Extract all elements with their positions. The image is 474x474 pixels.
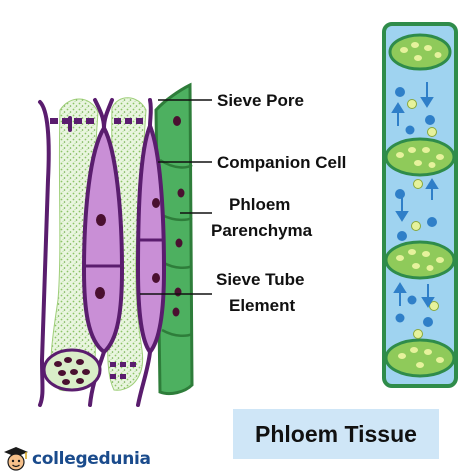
brand: collegedunia — [4, 446, 151, 472]
longitudinal-section — [38, 82, 194, 407]
tube-body — [382, 22, 458, 388]
label-sieve-tube-line1: Sieve Tube — [216, 270, 305, 289]
sieve-tube-cross-view — [382, 22, 458, 388]
brand-name: collegedunia — [32, 449, 151, 469]
sieve-plates — [384, 33, 456, 378]
graduate-face-icon — [4, 447, 28, 471]
label-phloem-parenchyma-line1: Phloem — [229, 195, 290, 214]
sieve-plate-cluster — [42, 348, 136, 392]
brand-mark-spacer — [4, 447, 28, 471]
sugar-particles — [395, 87, 439, 339]
leader-lines — [140, 99, 212, 295]
sieve-pore-band — [50, 118, 143, 124]
label-phloem-parenchyma-line2: Parenchyma — [211, 221, 313, 240]
companion-cell-dividers — [159, 158, 193, 337]
label-sieve-tube-line2: Element — [229, 296, 295, 315]
sieve-tube-nuclei — [95, 198, 160, 299]
flow-arrows — [391, 82, 439, 308]
plate-pores — [396, 42, 444, 368]
diagram-title: Phloem Tissue — [255, 420, 417, 447]
label-sieve-pore: Sieve Pore — [217, 91, 304, 110]
title-banner: Phloem Tissue — [233, 409, 439, 459]
label-companion-cell: Companion Cell — [217, 153, 346, 172]
